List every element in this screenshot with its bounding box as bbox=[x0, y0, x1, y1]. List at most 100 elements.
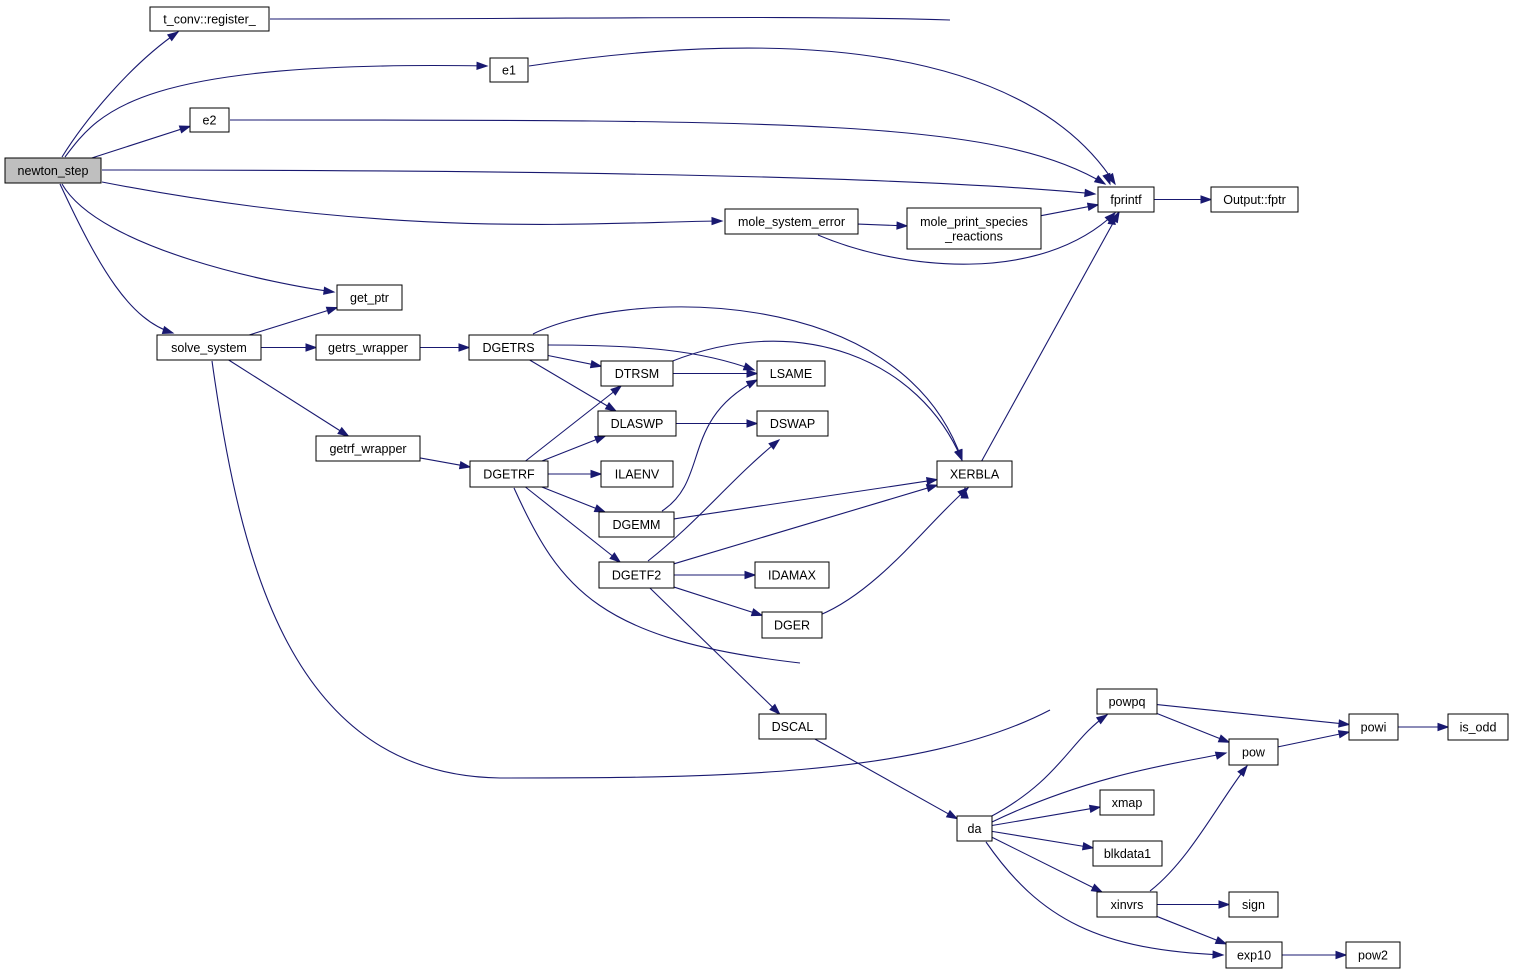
node-fprintf[interactable]: fprintf bbox=[1097, 186, 1155, 213]
edges-layer bbox=[59, 16, 1450, 960]
node-label: sign bbox=[1242, 898, 1265, 912]
arrowhead bbox=[1200, 195, 1213, 204]
node-box bbox=[149, 6, 270, 32]
node-box bbox=[600, 360, 674, 387]
edge-dgetrs-to-dlaswp bbox=[529, 359, 618, 412]
node-label: DGETRS bbox=[482, 341, 534, 355]
node-dtrsm[interactable]: DTRSM bbox=[600, 360, 674, 387]
node-label: ILAENV bbox=[615, 468, 660, 482]
arrowhead bbox=[925, 476, 939, 486]
edge-line bbox=[991, 830, 1094, 849]
node-xerbla[interactable]: XERBLA bbox=[936, 460, 1013, 488]
node-dgetrs[interactable]: DGETRS bbox=[468, 334, 549, 361]
edge-line bbox=[541, 435, 606, 462]
node-e2[interactable]: e2 bbox=[189, 107, 230, 133]
node-idamax[interactable]: IDAMAX bbox=[754, 561, 830, 589]
edge-getrf_wrapper-to-dgetrf bbox=[419, 457, 472, 470]
arrowhead bbox=[323, 286, 336, 295]
node-dlaswp[interactable]: DLASWP bbox=[597, 410, 677, 437]
node-output-fptr[interactable]: Output::fptr bbox=[1210, 186, 1299, 213]
node-label: DGEMM bbox=[613, 518, 661, 532]
node-dgetrf[interactable]: DGETRF bbox=[469, 460, 549, 488]
node-sign[interactable]: sign bbox=[1228, 891, 1279, 918]
arrowhead bbox=[1084, 188, 1097, 198]
node-getrf-wrapper[interactable]: getrf_wrapper bbox=[315, 435, 421, 462]
edge-newton_step-to-solve_system bbox=[59, 183, 175, 334]
node-label: xinvrs bbox=[1111, 898, 1144, 912]
node-dscal[interactable]: DSCAL bbox=[758, 713, 827, 740]
node-label: t_conv::register_ bbox=[163, 13, 256, 27]
node-pow[interactable]: pow bbox=[1228, 738, 1279, 766]
edge-line bbox=[673, 586, 763, 616]
arrowhead bbox=[1338, 719, 1351, 728]
node-dswap[interactable]: DSWAP bbox=[756, 410, 829, 437]
node-label: DGER bbox=[774, 619, 810, 633]
edge-dgetrf-to-dtrsm bbox=[525, 385, 623, 462]
node-box bbox=[315, 334, 421, 361]
node-e1[interactable]: e1 bbox=[489, 57, 529, 83]
node-label: DTRSM bbox=[615, 367, 659, 381]
node-pow2[interactable]: pow2 bbox=[1345, 941, 1401, 969]
arrowhead bbox=[1095, 714, 1109, 725]
edge-da-to-powpq bbox=[989, 714, 1109, 818]
node-t-conv-register[interactable]: t_conv::register_ bbox=[149, 6, 270, 32]
edge-line bbox=[528, 47, 1116, 185]
edge-solve_system-to-get_ptr bbox=[248, 306, 339, 336]
node-mole-print-species-reactions[interactable]: mole_print_species_reactions bbox=[906, 207, 1042, 250]
edge-mole_system_error-to-mole_print_species_reactions bbox=[857, 221, 909, 230]
edge-line bbox=[547, 344, 755, 371]
edge-dgetrs-to-dtrsm bbox=[547, 354, 603, 369]
edge-line bbox=[673, 479, 938, 520]
node-solve-system[interactable]: solve_system bbox=[156, 334, 262, 361]
edge-line bbox=[248, 307, 338, 336]
edge-fprintf-to-output_fptr bbox=[1154, 195, 1213, 204]
arrowhead bbox=[1090, 883, 1104, 893]
node-powi[interactable]: powi bbox=[1348, 713, 1399, 741]
edge-t_conv_register-to-fprintf bbox=[269, 16, 1111, 186]
node-label: e2 bbox=[203, 114, 217, 128]
arrowhead bbox=[593, 504, 607, 513]
node-mole-system-error[interactable]: mole_system_error bbox=[724, 208, 859, 235]
edge-da-to-xinvrs bbox=[991, 836, 1104, 893]
arrowhead bbox=[1237, 764, 1248, 777]
arrowhead bbox=[604, 402, 618, 412]
node-lsame[interactable]: LSAME bbox=[756, 360, 826, 387]
arrowhead bbox=[1086, 202, 1100, 211]
node-get-ptr[interactable]: get_ptr bbox=[336, 284, 403, 311]
node-exp10[interactable]: exp10 bbox=[1225, 941, 1283, 969]
node-label: fprintf bbox=[1110, 193, 1142, 207]
node-getrs-wrapper[interactable]: getrs_wrapper bbox=[315, 334, 421, 361]
edge-dgetf2-to-idamax bbox=[674, 570, 757, 580]
node-da[interactable]: da bbox=[956, 815, 993, 842]
node-is-odd[interactable]: is_odd bbox=[1447, 713, 1509, 741]
edge-xinvrs-to-sign bbox=[1157, 900, 1231, 909]
node-dgetf2[interactable]: DGETF2 bbox=[598, 561, 675, 589]
node-label: powi bbox=[1361, 721, 1387, 735]
node-dgemm[interactable]: DGEMM bbox=[598, 511, 675, 538]
arrowhead bbox=[161, 325, 175, 334]
node-blkdata1[interactable]: blkdata1 bbox=[1092, 840, 1163, 867]
node-xinvrs[interactable]: xinvrs bbox=[1096, 891, 1158, 918]
node-newton-step[interactable]: newton_step bbox=[4, 157, 102, 184]
node-label: Output::fptr bbox=[1223, 193, 1286, 207]
node-label: da bbox=[968, 822, 982, 836]
edge-line bbox=[513, 487, 801, 664]
node-label: e1 bbox=[502, 64, 516, 78]
edge-solve_system-to-getrf_wrapper bbox=[228, 359, 350, 437]
edge-line bbox=[61, 183, 335, 293]
arrowhead bbox=[1081, 842, 1095, 851]
node-label: solve_system bbox=[171, 341, 247, 355]
node-xmap[interactable]: xmap bbox=[1099, 789, 1155, 816]
edge-line bbox=[1277, 731, 1350, 748]
arrowhead bbox=[476, 61, 489, 71]
node-label: xmap bbox=[1112, 796, 1143, 810]
node-dger[interactable]: DGER bbox=[761, 611, 823, 639]
node-label: exp10 bbox=[1237, 949, 1271, 963]
edge-pow-to-powi bbox=[1277, 730, 1351, 748]
node-ilaenv[interactable]: ILAENV bbox=[600, 460, 674, 488]
node-label: DSCAL bbox=[772, 720, 814, 734]
edge-line bbox=[991, 806, 1101, 827]
arrowhead bbox=[896, 221, 909, 230]
node-powpq[interactable]: powpq bbox=[1096, 688, 1158, 715]
arrowhead bbox=[1218, 900, 1231, 909]
